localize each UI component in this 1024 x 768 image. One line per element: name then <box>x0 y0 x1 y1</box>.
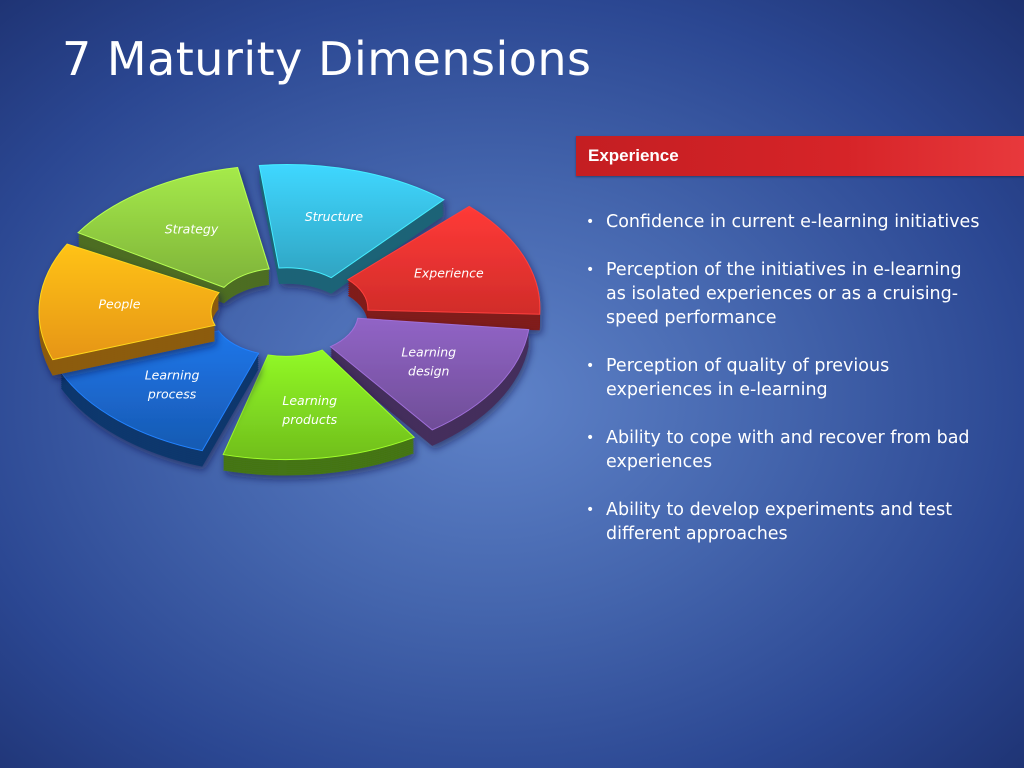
bullet-text: Confidence in current e-learning initiat… <box>606 212 980 232</box>
segment-structure <box>258 164 445 294</box>
bullet-item: • Perception of the initiatives in e-lear… <box>586 258 986 330</box>
segment-face-learning-design <box>329 317 530 431</box>
segment-face-learning-products <box>222 349 416 461</box>
segment-label-experience: Experience <box>414 265 484 280</box>
bullet-dot-icon: • <box>586 214 595 230</box>
segment-label-strategy: Strategy <box>165 222 219 237</box>
segment-learning-products <box>222 349 416 476</box>
bullet-text: Perception of quality of previous experi… <box>606 356 890 400</box>
segment-learning-process <box>59 330 260 467</box>
segment-experience <box>346 205 541 331</box>
bullet-dot-icon: • <box>586 430 595 446</box>
segment-label-structure: Structure <box>305 209 364 224</box>
bullet-text: Ability to cope with and recover from ba… <box>606 428 970 472</box>
bullet-dot-icon: • <box>586 502 595 518</box>
segment-strategy <box>77 166 270 304</box>
bullet-text: Perception of the initiatives in e-learn… <box>606 260 962 328</box>
dimension-header: Experience <box>588 146 679 165</box>
slide-title: 7 Maturity Dimensions <box>62 32 592 86</box>
segment-face-strategy <box>77 166 270 288</box>
segment-face-people <box>38 243 220 361</box>
bullet-item: • Perception of quality of previous exper… <box>586 354 986 402</box>
bullet-dot-icon: • <box>586 262 595 278</box>
segment-people <box>38 243 220 376</box>
segment-face-experience <box>346 205 541 315</box>
dimension-header-bar: Experience <box>576 136 1024 176</box>
bullet-text: Ability to develop experiments and test … <box>606 500 953 544</box>
bullet-dot-icon: • <box>586 358 595 374</box>
bullet-item: • Confidence in current e-learning initia… <box>586 210 986 234</box>
segment-label-people: People <box>98 297 140 312</box>
dimension-bullet-list: • Confidence in current e-learning initia… <box>586 210 986 570</box>
segment-face-structure <box>258 164 445 279</box>
bullet-item: • Ability to develop experiments and test… <box>586 498 986 546</box>
segment-learning-design <box>329 317 530 446</box>
bullet-item: • Ability to cope with and recover from b… <box>586 426 986 474</box>
